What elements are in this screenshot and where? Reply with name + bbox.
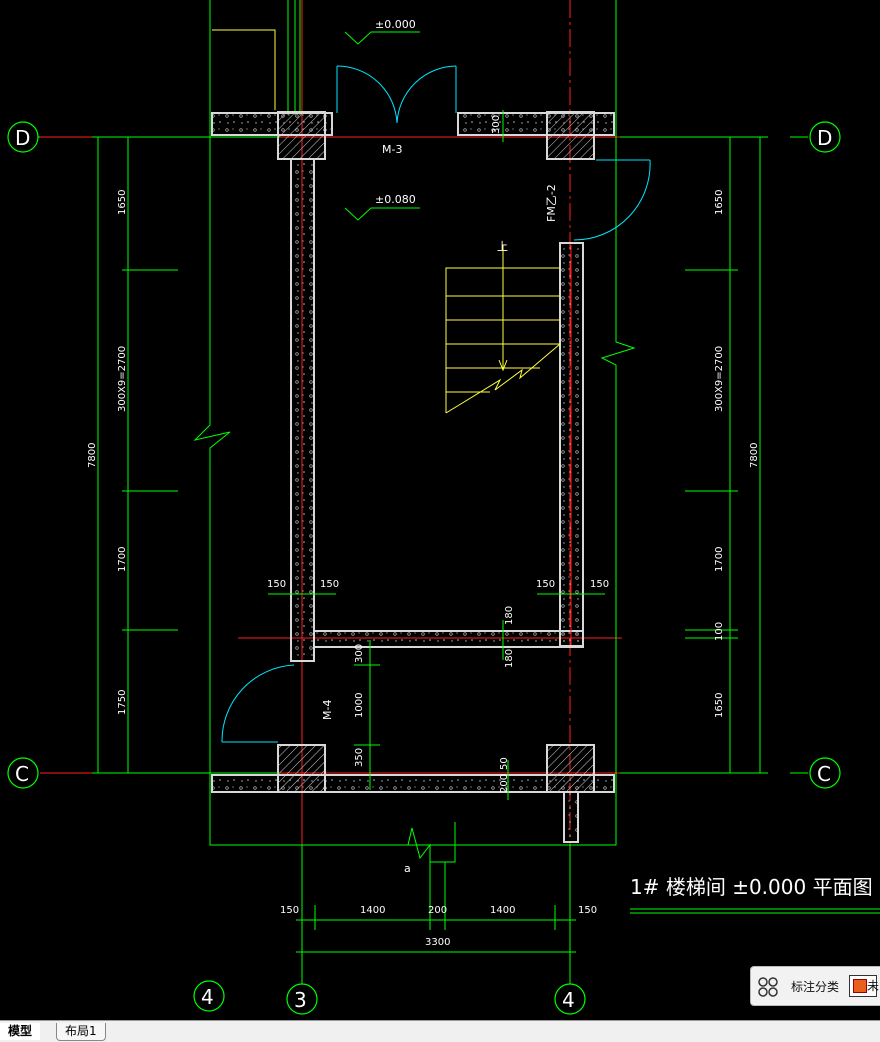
wall-bottom <box>211 744 615 843</box>
stair-up-label: 上 <box>497 240 508 253</box>
grid-icon[interactable] <box>757 976 779 998</box>
annotation-category-panel[interactable]: 标注分类 未 <box>750 966 880 1006</box>
elevation-mark-mid <box>344 207 420 221</box>
dim-w150a: 150 <box>267 579 286 590</box>
dim-bottom-3300: 3300 <box>425 937 450 948</box>
stair-flight <box>445 245 561 414</box>
axis-bubble-d-left <box>7 121 40 153</box>
layout-tab-bar: 模型 布局1 <box>0 1020 880 1042</box>
elevation-mid-text: ±0.080 <box>375 193 416 206</box>
door-m4 <box>221 664 295 743</box>
dim-d180b: 180 <box>504 649 515 668</box>
axis-bubble-c-left <box>7 757 39 789</box>
dim-d350: 350 <box>354 748 365 767</box>
dim-d50: 50 <box>499 757 510 770</box>
outline-lines <box>193 0 636 846</box>
dim-w150c: 150 <box>536 579 555 590</box>
dim-d1000: 1000 <box>354 693 365 718</box>
door-fm-label: FM乙-2 <box>545 184 558 222</box>
door-m3-label: M-3 <box>382 143 402 156</box>
dim-d180a: 180 <box>504 606 515 625</box>
axis-label-3: 3 <box>294 988 307 1012</box>
annotation-category-label: 标注分类 <box>791 980 840 994</box>
yellow-wall-line <box>212 29 276 110</box>
bottom-dimension-lines <box>296 845 576 960</box>
annotation-swatch-text: 未 <box>867 979 880 993</box>
dim-right-2700: 300X9=2700 <box>714 346 725 412</box>
dim-bottom-150b: 150 <box>578 905 597 916</box>
dim-left-1650: 1650 <box>117 190 128 215</box>
inner-dimension-lines <box>268 110 605 800</box>
orange-swatch-icon <box>853 979 867 993</box>
dim-w150b: 150 <box>320 579 339 590</box>
elevation-mark-top <box>344 31 420 45</box>
dim-left-2700: 300X9=2700 <box>117 346 128 412</box>
door-m4-label: M-4 <box>321 700 334 720</box>
dim-d200: 200 <box>499 774 510 793</box>
dim-bottom-200: 200 <box>428 905 447 916</box>
dim-d300b: 300 <box>354 644 365 663</box>
wall-middle <box>313 630 584 648</box>
left-dimension-lines <box>92 136 278 774</box>
dim-bottom-1400a: 1400 <box>360 905 385 916</box>
door-m3 <box>336 65 457 124</box>
dim-right-1650b: 1650 <box>714 693 725 718</box>
drawing-title: 1# 楼梯间 ±0.000 平面图 <box>630 875 873 899</box>
axis-bubble-d-right <box>809 121 841 153</box>
axis-bubble-4-left <box>193 980 225 1012</box>
axis-label-c-left: C <box>15 762 29 786</box>
axis-label-c-right: C <box>817 762 831 786</box>
dim-d300a: 300 <box>491 115 502 134</box>
axis-bubble-c-right <box>809 757 841 789</box>
dim-bottom-1400b: 1400 <box>490 905 515 916</box>
dim-right-100: 100 <box>714 622 725 641</box>
dim-right-1650a: 1650 <box>714 190 725 215</box>
dim-left-7800: 7800 <box>87 443 98 468</box>
axis-label-d-right: D <box>817 126 832 150</box>
door-fm <box>573 159 651 241</box>
title-underline <box>630 908 880 914</box>
axis-label-4: 4 <box>562 988 575 1012</box>
right-dimension-lines <box>620 136 768 774</box>
wall-top <box>211 111 615 160</box>
bottom-break-line <box>400 822 456 863</box>
dim-w150d: 150 <box>590 579 609 590</box>
dim-left-1700: 1700 <box>117 547 128 572</box>
annotation-color-swatch[interactable]: 未 <box>849 975 880 997</box>
dim-left-1750: 1750 <box>117 690 128 715</box>
dim-right-1700: 1700 <box>714 547 725 572</box>
wall-center-lines <box>301 160 572 660</box>
tab-model[interactable]: 模型 <box>0 1023 41 1040</box>
axis-label-4-left: 4 <box>201 985 214 1009</box>
axis-label-d-left: D <box>15 126 30 150</box>
dim-bottom-150a: 150 <box>280 905 299 916</box>
tab-layout-1[interactable]: 布局1 <box>56 1023 106 1041</box>
elevation-top-text: ±0.000 <box>375 18 416 31</box>
cad-drawing-canvas[interactable]: ±0.000 ±0.080 M-3 FM乙-2 M-4 上 1650 300X9… <box>0 0 880 1020</box>
label-a: a <box>404 862 411 875</box>
dim-right-7800: 7800 <box>749 443 760 468</box>
